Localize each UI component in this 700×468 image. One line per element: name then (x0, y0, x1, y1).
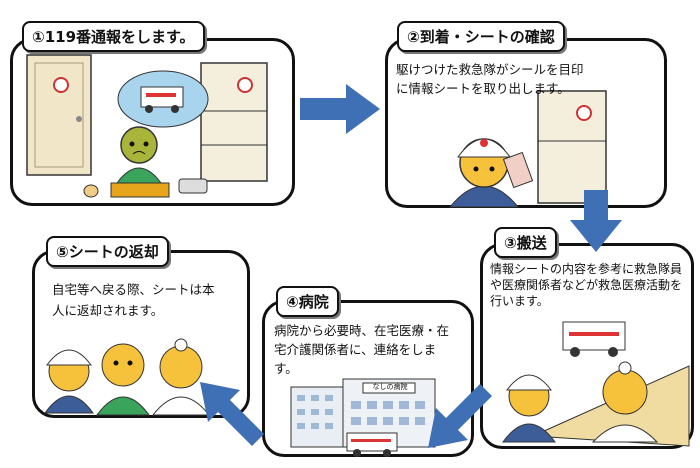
step4-text: 病院から必要時、在宅医療・在宅介護関係者に、連絡をします。 (274, 323, 450, 376)
step4-illustration (290, 378, 436, 457)
arrow-up-left-icon (200, 382, 264, 446)
step3-title: ③搬送 (494, 227, 557, 258)
step2-illustration (448, 90, 607, 208)
refrigerator-icon (537, 90, 607, 204)
step2-panel (385, 38, 667, 208)
hospital-sign: なしの病院 (372, 383, 408, 391)
doctor-icon (591, 361, 659, 443)
step5-title: ⑤シートの返却 (46, 236, 169, 267)
step3-text: 情報シートの内容を参考に救急隊員や医療関係者などが救急医療活動を行います。 (490, 262, 683, 308)
hospital-icon (290, 378, 436, 448)
ambulance-icon (562, 321, 626, 357)
refrigerator-icon (200, 62, 268, 182)
paramedic-icon (448, 138, 534, 208)
arrow-down-icon (570, 190, 622, 252)
person-icon (96, 343, 150, 416)
arrow-down-left-icon (428, 384, 492, 448)
slippers-icon (83, 184, 99, 198)
step2-text: 駆けつけた救急隊がシールを目印に情報シートを取り出します。 (396, 62, 584, 96)
doctor-icon (151, 338, 211, 416)
step1-panel (10, 38, 295, 206)
step4-title: ④病院 (276, 286, 339, 317)
ambulance-icon (346, 432, 398, 457)
step3-illustration (502, 321, 690, 447)
step5-text: 自宅等へ戻る際、シートは本人に返却されます。 (52, 282, 215, 318)
step1-illustration (26, 54, 268, 198)
paramedic-icon (502, 374, 556, 443)
person-icon (110, 126, 170, 198)
arrow-right-icon (300, 84, 380, 134)
door-icon (26, 54, 92, 176)
step3-panel (480, 243, 694, 449)
telephone-icon (178, 178, 208, 194)
step2-title: ②到着・シートの確認 (397, 21, 565, 52)
step1-title: ①119番通報をします。 (22, 21, 205, 52)
step5-illustration (44, 338, 211, 416)
paramedic-icon (44, 349, 94, 414)
